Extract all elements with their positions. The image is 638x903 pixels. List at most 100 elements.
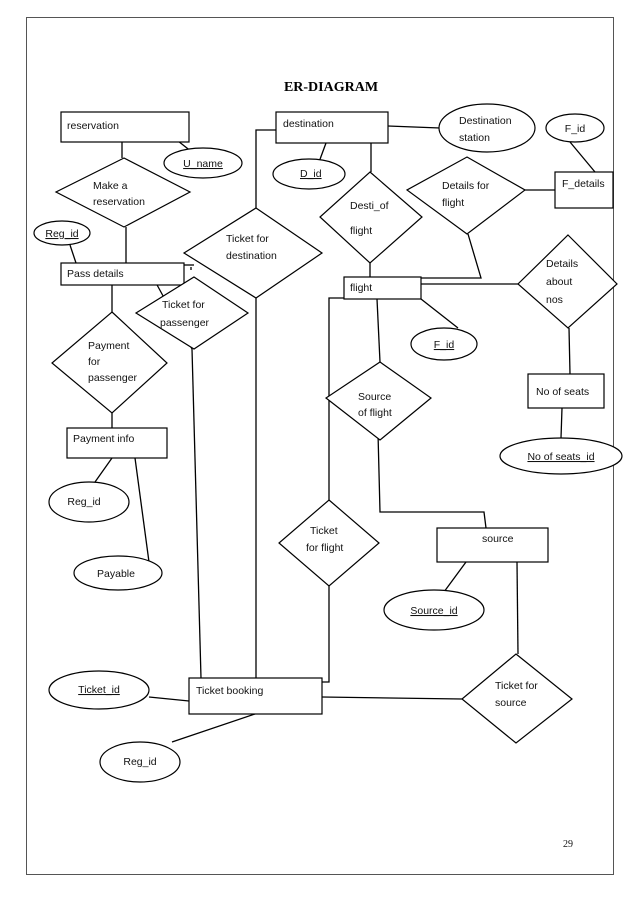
line-ticketbooking-ticksource	[321, 696, 463, 700]
relationship-ticket-for-passenger-line2: passenger	[160, 317, 210, 329]
relationship-details-about-nos-line2: about	[546, 276, 572, 288]
line-destination-deststation	[387, 125, 441, 129]
attribute-destination-station-line1: Destination	[459, 115, 512, 127]
line-ticketbooking-regid	[171, 713, 256, 743]
line-destination-tickdest	[255, 129, 276, 208]
relationship-ticket-for-flight-line2: for flight	[306, 542, 343, 554]
line-paymentinfo-payable	[134, 457, 150, 563]
entity-f-details-label: F_details	[562, 178, 605, 190]
attribute-payable: Payable	[73, 555, 163, 591]
relationship-source-of-flight-line1: Source	[358, 391, 391, 403]
entity-pass-details: Pass details	[60, 262, 185, 286]
line-paymentinfo-regid	[94, 457, 113, 483]
entity-pass-details-label: Pass details	[67, 268, 124, 280]
line-sourceentity-ticksource	[516, 561, 519, 655]
relationship-desti-of-flight-line2: flight	[350, 225, 372, 237]
relationship-desti-of-flight: Desti_of flight	[319, 171, 423, 264]
attribute-f-id-mid-label: F_id	[434, 339, 455, 351]
relationship-ticket-for-source-line1: Ticket for	[495, 680, 538, 692]
relationship-ticket-for-flight: Ticket for flight	[278, 499, 380, 587]
attribute-reg-id-bottom-label: Reg_id	[123, 756, 156, 768]
attribute-reg-id-mid: Reg_id	[48, 481, 130, 523]
relationship-payment-for-passenger: Payment for passenger	[51, 311, 168, 414]
relationship-details-for-flight: Details for flight	[405, 156, 527, 235]
entity-f-details: F_details	[554, 171, 614, 209]
attribute-reg-id-top-label: Reg_id	[45, 228, 78, 240]
entity-reservation: reservation	[60, 111, 190, 143]
page-border	[26, 17, 614, 875]
line-detailsflight-flight	[421, 233, 482, 279]
attribute-source-id: Source_id	[383, 589, 485, 631]
entity-no-of-seats: No of seats	[527, 373, 605, 409]
relationship-details-for-flight-line1: Details for	[442, 180, 490, 192]
attribute-d-id-label: D_id	[300, 168, 322, 180]
relationship-details-about-nos-line3: nos	[546, 294, 563, 306]
relationship-desti-of-flight-line1: Desti_of	[350, 200, 389, 212]
attribute-reg-id-bottom: Reg_id	[99, 741, 181, 783]
line-tickpass-ticketbooking	[191, 348, 202, 679]
entity-destination-label: destination	[283, 118, 334, 130]
line-tickflight-ticketbooking	[322, 586, 330, 683]
attribute-u-name-label: U_name	[183, 158, 223, 170]
line-noofseats-id	[560, 407, 563, 439]
relationship-ticket-for-flight-line1: Ticket	[310, 525, 338, 537]
attribute-reg-id-top: Reg_id	[33, 220, 91, 246]
relationship-payment-for-passenger-line1: Payment	[88, 340, 130, 352]
attribute-f-id-top: F_id	[545, 113, 605, 143]
line-flight-source	[376, 298, 381, 363]
entity-flight: flight	[343, 276, 422, 300]
relationship-source-of-flight-line2: of flight	[358, 407, 392, 419]
line-nos-noofseats	[568, 327, 571, 375]
attribute-payable-label: Payable	[97, 568, 135, 580]
attribute-destination-station: Destination station	[438, 103, 536, 153]
entity-ticket-booking-label: Ticket booking	[196, 685, 263, 697]
relationship-details-for-flight-line2: flight	[442, 197, 464, 209]
attribute-reg-id-mid-label: Reg_id	[67, 496, 100, 508]
line-destination-did	[318, 142, 327, 163]
attribute-destination-station-line2: station	[459, 132, 490, 144]
entity-source: source	[436, 527, 549, 563]
attribute-ticket-id-label: Ticket_id	[78, 684, 120, 696]
entity-source-label: source	[482, 533, 514, 545]
relationship-ticket-for-destination-line2: destination	[226, 250, 277, 262]
line-flight-fid	[420, 298, 459, 329]
relationship-make-reservation: Make a reservation	[54, 157, 192, 228]
entity-no-of-seats-label: No of seats	[536, 386, 589, 398]
entity-flight-label: flight	[350, 282, 372, 294]
relationship-ticket-for-destination: Ticket for destination	[182, 207, 324, 299]
relationship-payment-for-passenger-line2: for	[88, 356, 101, 368]
line-flight-tickflight	[328, 297, 344, 500]
attribute-no-of-seats-id-label: No of seats_id	[527, 451, 594, 463]
relationship-ticket-for-passenger-line1: Ticket for	[162, 299, 205, 311]
relationship-source-of-flight: Source of flight	[324, 361, 432, 441]
entity-payment-info-label: Payment info	[73, 433, 134, 445]
page-number: 29	[563, 839, 573, 850]
entity-payment-info: Payment info	[66, 427, 168, 459]
relationship-payment-for-passenger-line3: passenger	[88, 372, 138, 384]
attribute-d-id: D_id	[272, 158, 346, 190]
attribute-source-id-label: Source_id	[410, 605, 457, 617]
attribute-f-id-mid: F_id	[410, 327, 478, 361]
relationship-ticket-for-source-line2: source	[495, 697, 527, 709]
relationship-make-reservation-line1: Make a	[93, 180, 128, 192]
attribute-ticket-id: Ticket_id	[48, 670, 150, 710]
attribute-no-of-seats-id: No of seats_id	[499, 437, 623, 475]
line-fid-fdetails	[569, 141, 596, 173]
entity-ticket-booking: Ticket booking	[188, 677, 323, 715]
relationship-details-about-nos-line1: Details	[546, 258, 578, 270]
relationship-ticket-for-destination-line1: Ticket for	[226, 233, 269, 245]
entity-destination: destination	[275, 111, 389, 144]
relationship-make-reservation-line2: reservation	[93, 196, 145, 208]
attribute-f-id-top-label: F_id	[565, 123, 586, 135]
line-source-sourceentity	[377, 432, 487, 529]
relationship-details-about-nos: Details about nos	[517, 234, 618, 329]
diagram-title: ER-DIAGRAM	[284, 80, 378, 95]
line-regid-passdetails	[69, 244, 77, 264]
connector-lines	[69, 125, 596, 743]
relationship-ticket-for-passenger: Ticket for passenger	[134, 276, 250, 350]
entity-reservation-label: reservation	[67, 120, 119, 132]
attribute-u-name: U_name	[163, 147, 243, 179]
relationship-ticket-for-source: Ticket for source	[461, 653, 573, 744]
